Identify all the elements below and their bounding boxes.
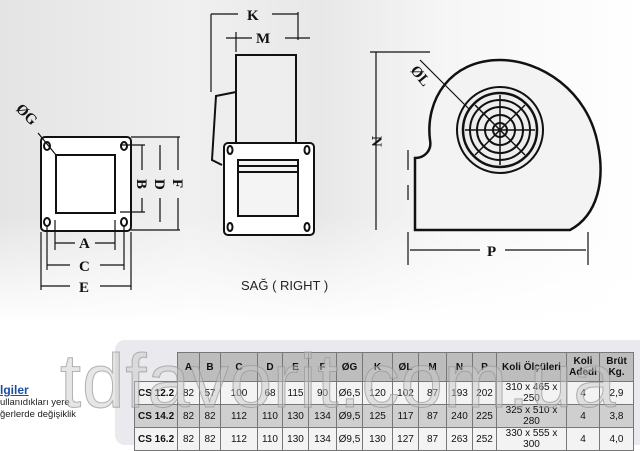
column-header: M xyxy=(418,352,447,382)
table-cell: 310 x 465 x 250 xyxy=(496,381,567,405)
table-cell: 3,8 xyxy=(599,404,634,428)
table-cell: 2,9 xyxy=(599,381,634,405)
table-cell: 4 xyxy=(566,427,600,451)
column-header: Brüt Kg. xyxy=(599,352,634,382)
table-cell: 102 xyxy=(392,381,419,405)
table-cell: 4 xyxy=(566,404,600,428)
column-header: B xyxy=(199,352,221,382)
table-cell: 82 xyxy=(177,427,200,451)
info-title-link[interactable]: lgiler xyxy=(0,383,29,397)
dim-label-L: ØL xyxy=(407,63,433,90)
model-name-cell: CS 14.2 xyxy=(134,404,178,428)
table-cell: 112 xyxy=(220,427,258,451)
table-cell: 110 xyxy=(257,404,283,428)
fan-dimension-drawing: K M ØG ØL N P A C E B D F xyxy=(12,8,602,296)
dim-label-F: F xyxy=(169,179,185,188)
column-header: Koli Adedi xyxy=(566,352,600,382)
table-cell: 125 xyxy=(362,404,393,428)
table-cell: 90 xyxy=(308,381,337,405)
column-header: F xyxy=(308,352,337,382)
table-cell: 117 xyxy=(392,404,419,428)
table-cell: 57 xyxy=(199,381,221,405)
dim-label-A: A xyxy=(79,236,90,252)
table-cell: 110 xyxy=(257,427,283,451)
column-header: ØG xyxy=(336,352,363,382)
table-cell: 127 xyxy=(392,427,419,451)
dim-label-C: C xyxy=(79,259,90,275)
table-cell: 82 xyxy=(177,381,200,405)
info-text: lgiler ullanıdıkları yere ğerlerde değiş… xyxy=(0,384,76,421)
table-cell: 240 xyxy=(446,404,473,428)
flange-opening xyxy=(55,154,116,214)
table-cell: 120 xyxy=(362,381,393,405)
column-header: D xyxy=(257,352,283,382)
view-caption: SAĞ ( RIGHT ) xyxy=(241,278,329,293)
table-cell: 87 xyxy=(418,381,447,405)
column-header: ØL xyxy=(392,352,419,382)
dim-label-P: P xyxy=(487,244,496,260)
dim-label-G: ØG xyxy=(12,101,40,129)
dim-label-M: M xyxy=(256,31,270,47)
table-cell: 68 xyxy=(257,381,283,405)
table-cell: 82 xyxy=(199,427,221,451)
info-line-2: ğerlerde değişiklik xyxy=(0,409,77,420)
column-header xyxy=(134,352,178,382)
info-line-1: ullanıdıkları yere xyxy=(0,397,70,408)
dim-label-K: K xyxy=(247,8,259,24)
background-fade xyxy=(0,215,640,325)
table-cell: 193 xyxy=(446,381,473,405)
table-cell: 4,0 xyxy=(599,427,634,451)
table-cell: 130 xyxy=(362,427,393,451)
table-cell: 225 xyxy=(472,404,497,428)
column-header: K xyxy=(362,352,393,382)
column-header: Koli Ölçüleri xyxy=(496,352,567,382)
table-cell: 112 xyxy=(220,404,258,428)
column-header: C xyxy=(220,352,258,382)
column-header: E xyxy=(282,352,309,382)
table-cell: 202 xyxy=(472,381,497,405)
table-cell: 263 xyxy=(446,427,473,451)
table-cell: 4 xyxy=(566,381,600,405)
table-cell: 82 xyxy=(199,404,221,428)
table-cell: 252 xyxy=(472,427,497,451)
table-cell: 134 xyxy=(308,427,337,451)
table-cell: 87 xyxy=(418,404,447,428)
table-cell: 82 xyxy=(177,404,200,428)
table-cell: 330 x 555 x 300 xyxy=(496,427,567,451)
table-cell: 134 xyxy=(308,404,337,428)
model-name-cell: CS 16.2 xyxy=(134,427,178,451)
dim-label-B: B xyxy=(133,179,149,189)
table-cell: 87 xyxy=(418,427,447,451)
table-cell: 115 xyxy=(282,381,309,405)
table-cell: 130 xyxy=(282,404,309,428)
flange-outline xyxy=(40,136,132,232)
column-header: A xyxy=(177,352,200,382)
table-cell: 100 xyxy=(220,381,258,405)
table-cell: Ø6,5 xyxy=(336,381,363,405)
column-header: P xyxy=(472,352,497,382)
table-cell: 130 xyxy=(282,427,309,451)
dim-label-N: N xyxy=(368,136,384,147)
dim-label-E: E xyxy=(79,280,89,296)
table-cell: 325 x 510 x 280 xyxy=(496,404,567,428)
model-name-cell: CS 12.2 xyxy=(134,381,178,405)
table-cell: Ø9,5 xyxy=(336,404,363,428)
dim-label-D: D xyxy=(151,179,167,190)
column-header: N xyxy=(446,352,473,382)
table-cell: Ø9,5 xyxy=(336,427,363,451)
